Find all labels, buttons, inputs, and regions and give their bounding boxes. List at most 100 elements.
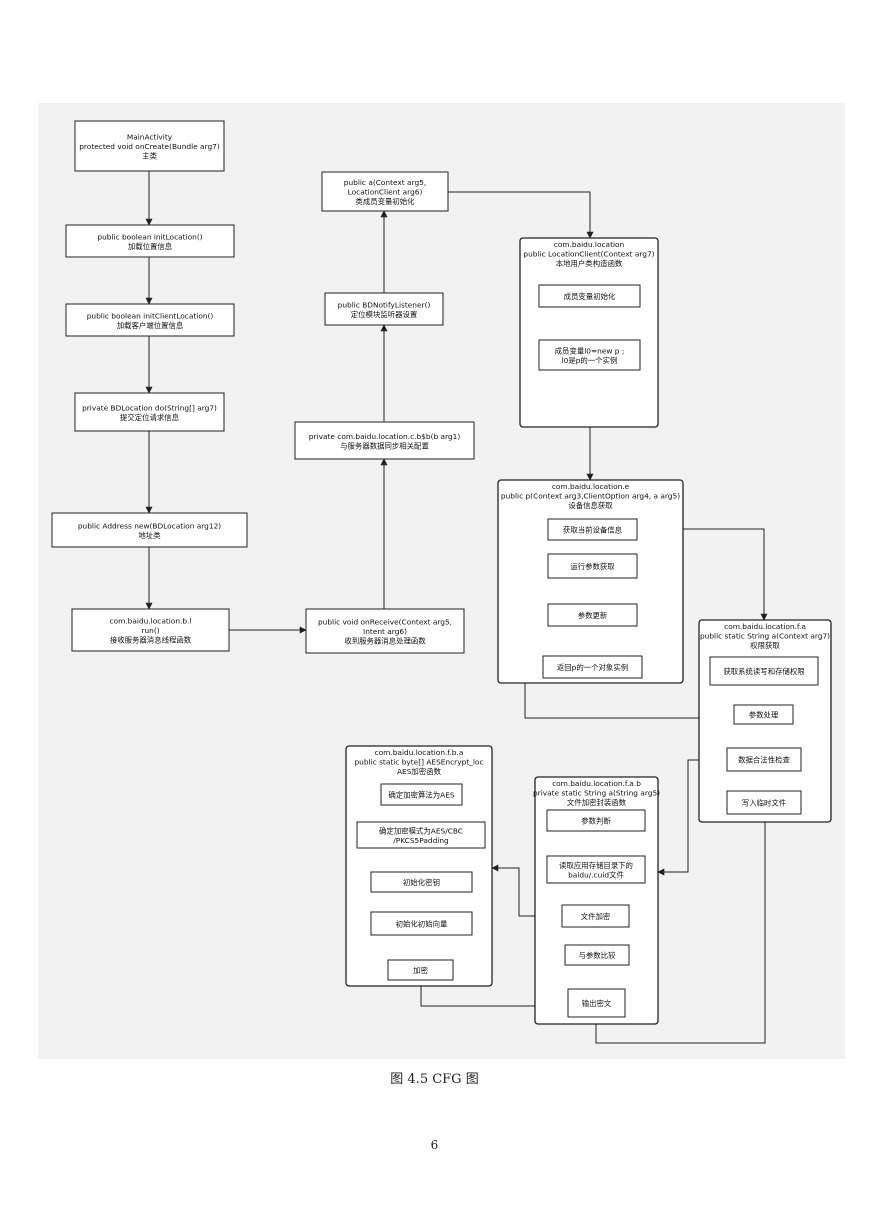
node-text-line: 获取当前设备信息 — [563, 526, 622, 535]
node-text-line: 输出密文 — [582, 999, 612, 1008]
node-text-line: run() — [141, 626, 159, 635]
node-text-line: 定位模块监听器设置 — [351, 310, 418, 319]
node-text-line: 数据合法性检查 — [738, 756, 790, 765]
node-text-line: public LocationClient(Context arg7) — [523, 250, 654, 259]
node-text-line: 确定加密模式为AES/CBC — [379, 826, 463, 835]
node-box — [726, 790, 802, 815]
node-text-line: 写入临时文件 — [742, 799, 787, 808]
node-text-line: 成员变量初始化 — [564, 292, 616, 301]
node-box — [370, 911, 473, 936]
node-box — [538, 339, 641, 371]
node-text-line: public BDNotifyListener() — [338, 300, 431, 309]
node-text-line: public Address new(BDLocation arg12) — [78, 521, 221, 530]
node-text-line: 获取系统读写和存储权限 — [723, 667, 805, 676]
node-text-line: com.baidu.location.f.a — [724, 622, 806, 631]
node-box — [74, 392, 225, 432]
node-box — [709, 656, 819, 686]
node-text-line: AES加密函数 — [397, 767, 442, 776]
node-box — [546, 809, 646, 832]
node-text-line: MainActivity — [127, 133, 173, 142]
node-text-line: public boolean initLocation() — [97, 232, 202, 241]
node-box — [305, 608, 465, 654]
node-box — [733, 704, 794, 725]
node-text-line: 与参数比较 — [579, 951, 617, 960]
node-text-line: com.baidu.location.f.a.b — [552, 779, 641, 788]
cfg-node-faParam: 参数处理 — [733, 704, 794, 725]
node-text-line: private BDLocation do(String[] arg7) — [82, 403, 217, 412]
cfg-node-pubA: public a(Context arg5,LocationClient arg… — [321, 171, 449, 212]
cfg-node-fbaKey: 初始化密钥 — [370, 871, 473, 893]
node-text-line: 运行参数获取 — [570, 562, 615, 571]
node-text-line: /PKCS5Padding — [393, 836, 449, 845]
cfg-node-eRet: 返回p的一个对象实例 — [542, 655, 643, 679]
cfg-node-fabOut: 输出密文 — [567, 988, 626, 1018]
cfg-node-eGet: 获取当前设备信息 — [547, 518, 638, 541]
node-box — [345, 745, 493, 987]
edge-arrow — [448, 191, 594, 239]
edge-arrow — [595, 813, 769, 1044]
node-box — [74, 120, 225, 172]
node-box — [561, 904, 630, 928]
cfg-node-doReq: private BDLocation do(String[] arg7)提交定位… — [74, 392, 225, 432]
cfg-node-eRun: 运行参数获取 — [547, 553, 638, 579]
cfg-node-lcNew: 成员变量l0=new p ;l0是p的一个实例 — [538, 339, 641, 371]
node-text-line: 参数更新 — [578, 611, 608, 620]
node-text-line: 加载客户端位置信息 — [117, 321, 184, 330]
cfg-node-fbaIv: 初始化初始向量 — [370, 911, 473, 936]
node-box — [547, 603, 638, 627]
cfg-node-fabCmp: 与参数比较 — [564, 944, 630, 966]
node-text-line: 地址类 — [138, 531, 161, 540]
cfg-node-onRecv: public void onReceive(Context arg5,Inten… — [305, 608, 465, 654]
node-text-line: 接收服务器消息线程函数 — [110, 636, 192, 645]
node-text-line: com.baidu.location.e — [552, 482, 630, 491]
node-text-line: Intent arg6) — [363, 627, 407, 636]
node-text-line: 参数判断 — [581, 817, 611, 826]
node-text-line: 读取应用存储目录下的 — [559, 861, 633, 870]
node-box — [547, 518, 638, 541]
node-text-line: 返回p的一个对象实例 — [557, 663, 628, 672]
node-text-line: public boolean initClientLocation() — [87, 311, 214, 320]
node-box — [538, 284, 641, 308]
node-text-line: protected void onCreate(Bundle arg7) — [79, 142, 220, 151]
node-box — [380, 783, 463, 806]
node-box — [726, 747, 802, 772]
node-box — [356, 821, 486, 849]
cfg-node-fbaAlg: 确定加密算法为AES — [380, 783, 463, 806]
node-text-line: com.baidu.location — [554, 240, 625, 249]
node-box — [65, 224, 235, 258]
node-text-line: 加载位置信息 — [128, 242, 172, 251]
node-text-line: 权限获取 — [750, 641, 780, 650]
node-text-line: private static String a(String arg5) — [533, 789, 660, 798]
cfg-node-eUpd: 参数更新 — [547, 603, 638, 627]
cfg-node-fabEnc: 文件加密 — [561, 904, 630, 928]
node-box — [542, 655, 643, 679]
node-box — [370, 871, 473, 893]
node-box — [564, 944, 630, 966]
node-text-line: 成员变量l0=new p ; — [555, 346, 625, 355]
node-text-line: 初始化密钥 — [403, 878, 440, 887]
node-box — [546, 855, 646, 884]
node-box — [567, 988, 626, 1018]
cfg-node-cbb: private com.baidu.location.c.b$b(b arg1)… — [294, 421, 475, 460]
node-text-line: public p(Context arg3,ClientOption arg4,… — [501, 492, 680, 501]
cfg-node-initClient: public boolean initClientLocation()加载客户端… — [65, 303, 235, 337]
node-text-line: 提交定位请求信息 — [120, 413, 179, 422]
node-box — [387, 959, 454, 981]
node-box — [547, 553, 638, 579]
node-box — [324, 292, 444, 326]
node-text-line: 收到服务器消息处理函数 — [344, 637, 426, 646]
node-box — [497, 479, 684, 684]
cfg-node-addr: public Address new(BDLocation arg12)地址类 — [51, 512, 248, 548]
node-text-line: 加密 — [413, 966, 428, 975]
cfg-node-fbaEnc: 加密 — [387, 959, 454, 981]
node-text-line: 文件加密封装函数 — [567, 798, 627, 807]
cfg-node-notify: public BDNotifyListener()定位模块监听器设置 — [324, 292, 444, 326]
node-text-line: 类成员变量初始化 — [355, 197, 415, 206]
node-text-line: LocationClient arg6) — [348, 188, 423, 197]
page-number: 6 — [430, 1138, 439, 1152]
